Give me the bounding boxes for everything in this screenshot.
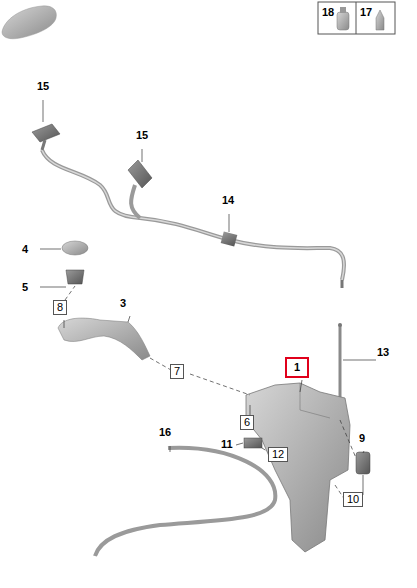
callout-number: 17	[360, 6, 372, 19]
callout-number: 5	[22, 281, 28, 294]
callout-number: 11	[221, 438, 233, 451]
callout-number: 6	[240, 415, 254, 430]
callout-number: 1	[285, 357, 309, 378]
callout-number: 15	[136, 129, 148, 142]
callout-number: 4	[22, 243, 28, 256]
callout-number: 8	[53, 300, 67, 315]
callout-number: 18	[322, 6, 334, 19]
callout-number: 3	[120, 297, 126, 310]
callout-number: 10	[343, 492, 363, 507]
callout-number: 16	[159, 426, 171, 439]
callout-number: 14	[222, 194, 234, 207]
callout-number: 9	[359, 432, 365, 445]
callout-number: 15	[37, 80, 49, 93]
callout-number: 13	[377, 346, 389, 359]
callout-number: 7	[170, 364, 184, 379]
callout-number: 12	[268, 447, 288, 462]
